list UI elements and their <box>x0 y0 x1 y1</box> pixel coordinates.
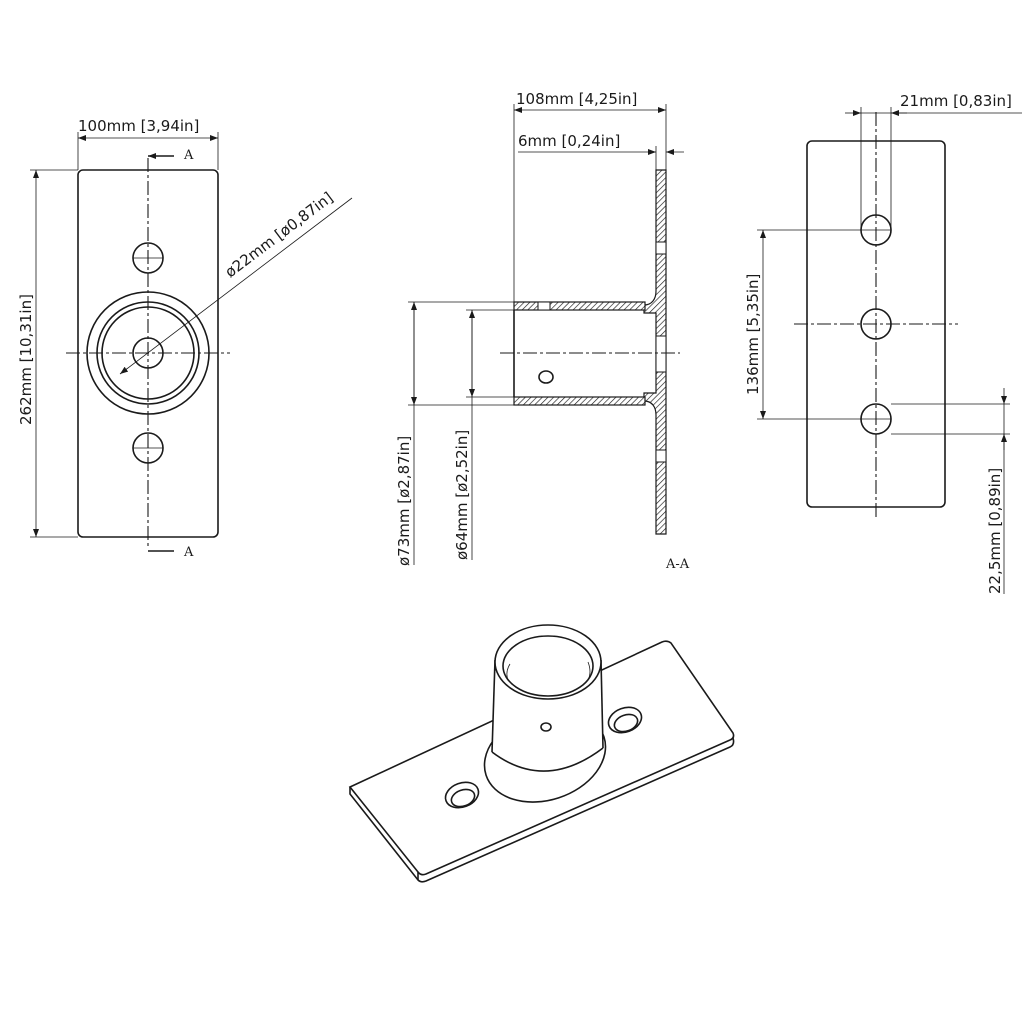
front-tube-outer-circle <box>96 301 200 405</box>
front-section-marker-top: A <box>148 148 194 163</box>
section-view-label: A-A <box>665 557 690 572</box>
right-center-hole <box>860 308 892 340</box>
right-view: 21mm [0,83in] 136mm [5,35in] 22,5mm [0,8… <box>744 92 1022 594</box>
section-plate-hole-mid <box>655 335 667 373</box>
section-thickness-label: 6mm [0,24in] <box>518 132 620 150</box>
section-thickness-dimension: 6mm [0,24in] <box>518 132 684 170</box>
front-width-dimension: 100mm [3,94in] <box>77 117 219 170</box>
iso-plate-top <box>348 640 735 876</box>
front-height-label: 262mm [10,31in] <box>17 294 35 425</box>
right-offset-dimension: 21mm [0,83in] <box>845 92 1022 230</box>
section-length-dimension: 108mm [4,25in] <box>513 90 667 302</box>
section-length-label: 108mm [4,25in] <box>516 90 637 108</box>
front-hole-diameter-dimension: ø22mm [ø0,87in] <box>119 188 353 375</box>
front-top-hole <box>132 242 164 274</box>
front-flange-circle <box>86 291 210 415</box>
front-section-marker-bottom: A <box>148 545 194 560</box>
iso-hole-left <box>444 781 480 809</box>
front-small-hole-circle <box>132 337 164 369</box>
iso-tube-side-hole <box>540 722 552 732</box>
front-width-label: 100mm [3,94in] <box>78 117 199 135</box>
section-label-a-top: A <box>183 148 194 163</box>
section-plate-hole-top <box>655 241 667 255</box>
section-label-a-bottom: A <box>183 545 194 560</box>
iso-tube-inner-shade-left <box>506 663 511 681</box>
front-view: A A 100mm [3,94in] 262mm [10,31in] ø22mm… <box>17 117 353 560</box>
iso-tube-top-inner <box>502 635 594 697</box>
isometric-view <box>348 624 735 883</box>
section-outer-diameter-label: ø73mm [ø2,87in] <box>395 436 413 566</box>
section-outer-diameter-dimension: ø73mm [ø2,87in] <box>395 301 514 566</box>
right-offset-label: 21mm [0,83in] <box>900 92 1012 110</box>
iso-tube-left-edge <box>491 659 496 753</box>
section-plate-hole-bottom <box>655 449 667 463</box>
iso-tube-bottom-edge <box>491 747 604 772</box>
section-inner-diameter-dimension: ø64mm [ø2,52in] <box>453 309 514 560</box>
right-hole-spacing-label: 136mm [5,35in] <box>744 274 762 395</box>
section-tube-bottom-wall <box>513 396 646 406</box>
iso-hole-right <box>607 706 643 734</box>
section-plate <box>643 169 667 535</box>
front-tube-inner-circle <box>101 306 195 400</box>
iso-tube-inner-shade-right <box>587 661 591 681</box>
section-tube-side-hole <box>538 370 554 384</box>
section-tube-top-wall-hole <box>537 301 551 311</box>
right-edge-dimension: 22,5mm [0,89in] <box>891 388 1010 594</box>
right-hole-spacing-dimension: 136mm [5,35in] <box>744 229 861 420</box>
section-view: 108mm [4,25in] 6mm [0,24in] ø73mm [ø2,87… <box>395 90 690 572</box>
iso-tube-right-edge <box>600 659 604 749</box>
front-hole-diameter-label: ø22mm [ø0,87in] <box>222 188 337 281</box>
right-edge-label: 22,5mm [0,89in] <box>986 468 1004 594</box>
iso-tube-top-outer <box>494 624 602 700</box>
iso-plate-edge <box>349 737 735 883</box>
section-tube-top-wall <box>513 301 646 311</box>
section-inner-diameter-label: ø64mm [ø2,52in] <box>453 430 471 560</box>
front-height-dimension: 262mm [10,31in] <box>17 169 78 538</box>
front-bottom-hole <box>132 432 164 464</box>
